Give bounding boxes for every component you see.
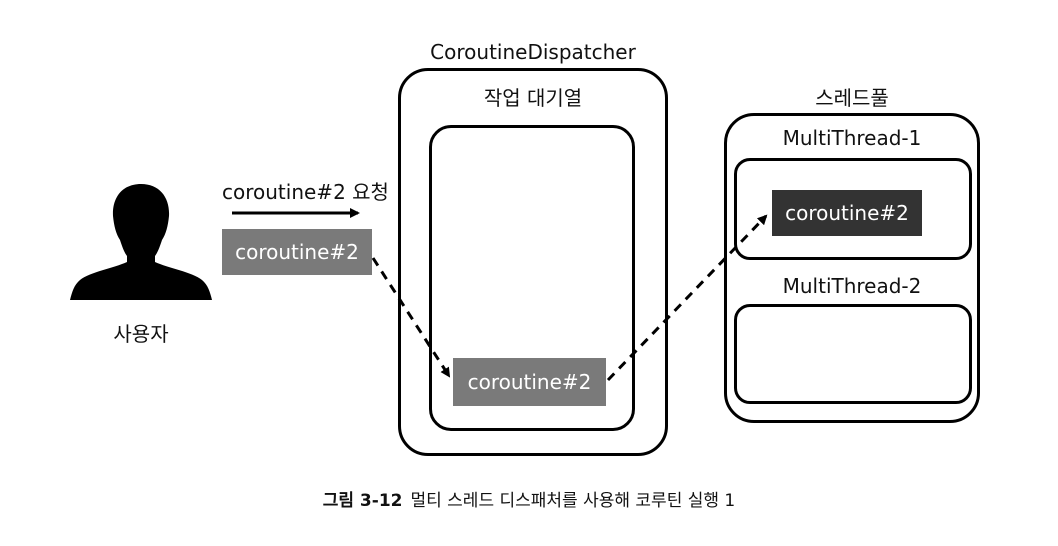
queue-label: 작업 대기열 bbox=[483, 86, 583, 110]
dispatcher-box bbox=[398, 68, 668, 456]
enqueue-arrow bbox=[371, 257, 451, 378]
thread-2-label: MultiThread-2 bbox=[782, 274, 922, 298]
running-chip: coroutine#2 bbox=[772, 190, 922, 236]
thread-pool-box bbox=[724, 113, 980, 423]
user-label: 사용자 bbox=[113, 322, 169, 346]
queued-chip: coroutine#2 bbox=[453, 358, 606, 406]
request-chip: coroutine#2 bbox=[222, 229, 372, 275]
dispatcher-title: CoroutineDispatcher bbox=[430, 40, 636, 64]
figure-number: 그림 3-12 bbox=[322, 491, 403, 511]
thread-2-box bbox=[734, 304, 972, 404]
request-label: coroutine#2 요청 bbox=[222, 180, 389, 204]
dispatch-arrow bbox=[606, 214, 768, 382]
figure-caption: 그림 3-12 멀티 스레드 디스패처를 사용해 코루틴 실행 1 bbox=[0, 486, 1058, 511]
figure-caption-text: 멀티 스레드 디스패처를 사용해 코루틴 실행 1 bbox=[410, 491, 736, 511]
queue-box bbox=[429, 125, 635, 431]
user-silhouette-icon bbox=[70, 180, 212, 300]
thread-1-box bbox=[734, 158, 972, 260]
thread-1-label: MultiThread-1 bbox=[782, 126, 922, 150]
thread-pool-title: 스레드풀 bbox=[815, 86, 889, 110]
